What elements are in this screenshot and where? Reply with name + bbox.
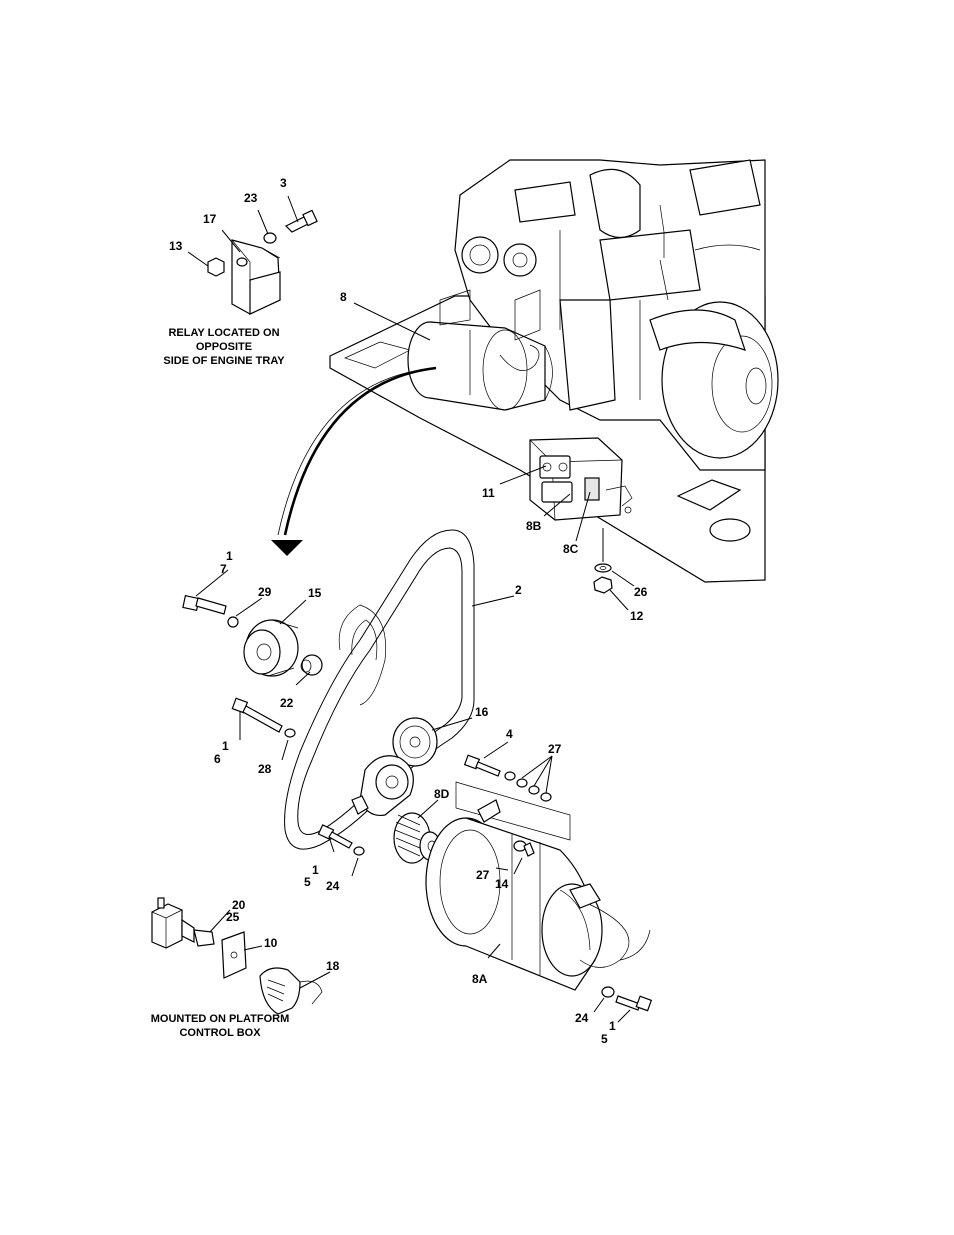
tensioner-assembly (231, 697, 473, 817)
callout-3: 3 (280, 176, 287, 190)
alternator-assembly (317, 741, 653, 1023)
relay-assembly (187, 195, 318, 315)
callout-1: 1 (609, 1019, 616, 1033)
callout-24: 24 (326, 879, 340, 893)
platform-switch-assembly (151, 897, 331, 1015)
callout-14: 14 (495, 877, 509, 891)
callout-8b: 8B (526, 519, 542, 533)
callout-13: 13 (169, 239, 183, 253)
note-line: RELAY LOCATED ON (168, 327, 279, 339)
serpentine-belt (284, 529, 475, 850)
callout-1: 1 (312, 863, 319, 877)
callout-8d: 8D (434, 787, 450, 801)
callout-5: 5 (304, 875, 311, 889)
callout-12: 12 (630, 609, 644, 623)
callout-10: 10 (264, 936, 278, 950)
callout-5: 5 (601, 1032, 608, 1046)
callout-26: 26 (634, 585, 648, 599)
callout-6: 6 (214, 752, 221, 766)
callout-2: 2 (515, 583, 522, 597)
callout-7: 7 (220, 562, 227, 576)
callout-1: 1 (222, 739, 229, 753)
callout-25: 25 (226, 910, 240, 924)
engine-leaders (353, 302, 635, 611)
callout-24: 24 (575, 1011, 589, 1025)
platform-mount-note: MOUNTED ON PLATFORM CONTROL BOX (151, 1013, 290, 1039)
callout-15: 15 (308, 586, 322, 600)
callout-4: 4 (506, 727, 513, 741)
note-line: OPPOSITE (196, 341, 252, 353)
callout-17: 17 (203, 212, 217, 226)
relay-location-note: RELAY LOCATED ON OPPOSITE SIDE OF ENGINE… (163, 327, 285, 367)
callout-27: 27 (548, 742, 562, 756)
callout-8: 8 (340, 290, 347, 304)
callout-11: 11 (482, 486, 495, 500)
callout-labels: 3 23 17 13 8 11 8B 8C 26 12 1 7 29 15 2 … (169, 176, 648, 1046)
callout-18: 18 (326, 959, 340, 973)
idler-pulley-assembly (182, 569, 323, 686)
callout-29: 29 (258, 585, 272, 599)
note-line: CONTROL BOX (179, 1027, 261, 1039)
note-line: MOUNTED ON PLATFORM (151, 1013, 290, 1025)
callout-1: 1 (226, 549, 233, 563)
callout-8c: 8C (563, 542, 579, 556)
callout-16: 16 (475, 705, 489, 719)
callout-20: 20 (232, 898, 246, 912)
callout-arrow (271, 366, 437, 556)
note-line: SIDE OF ENGINE TRAY (163, 355, 285, 367)
engine-illustration (329, 159, 779, 594)
callout-23: 23 (244, 191, 258, 205)
callout-8a: 8A (472, 972, 488, 986)
callout-22: 22 (280, 696, 294, 710)
callout-28: 28 (258, 762, 272, 776)
callout-27: 27 (476, 868, 490, 882)
